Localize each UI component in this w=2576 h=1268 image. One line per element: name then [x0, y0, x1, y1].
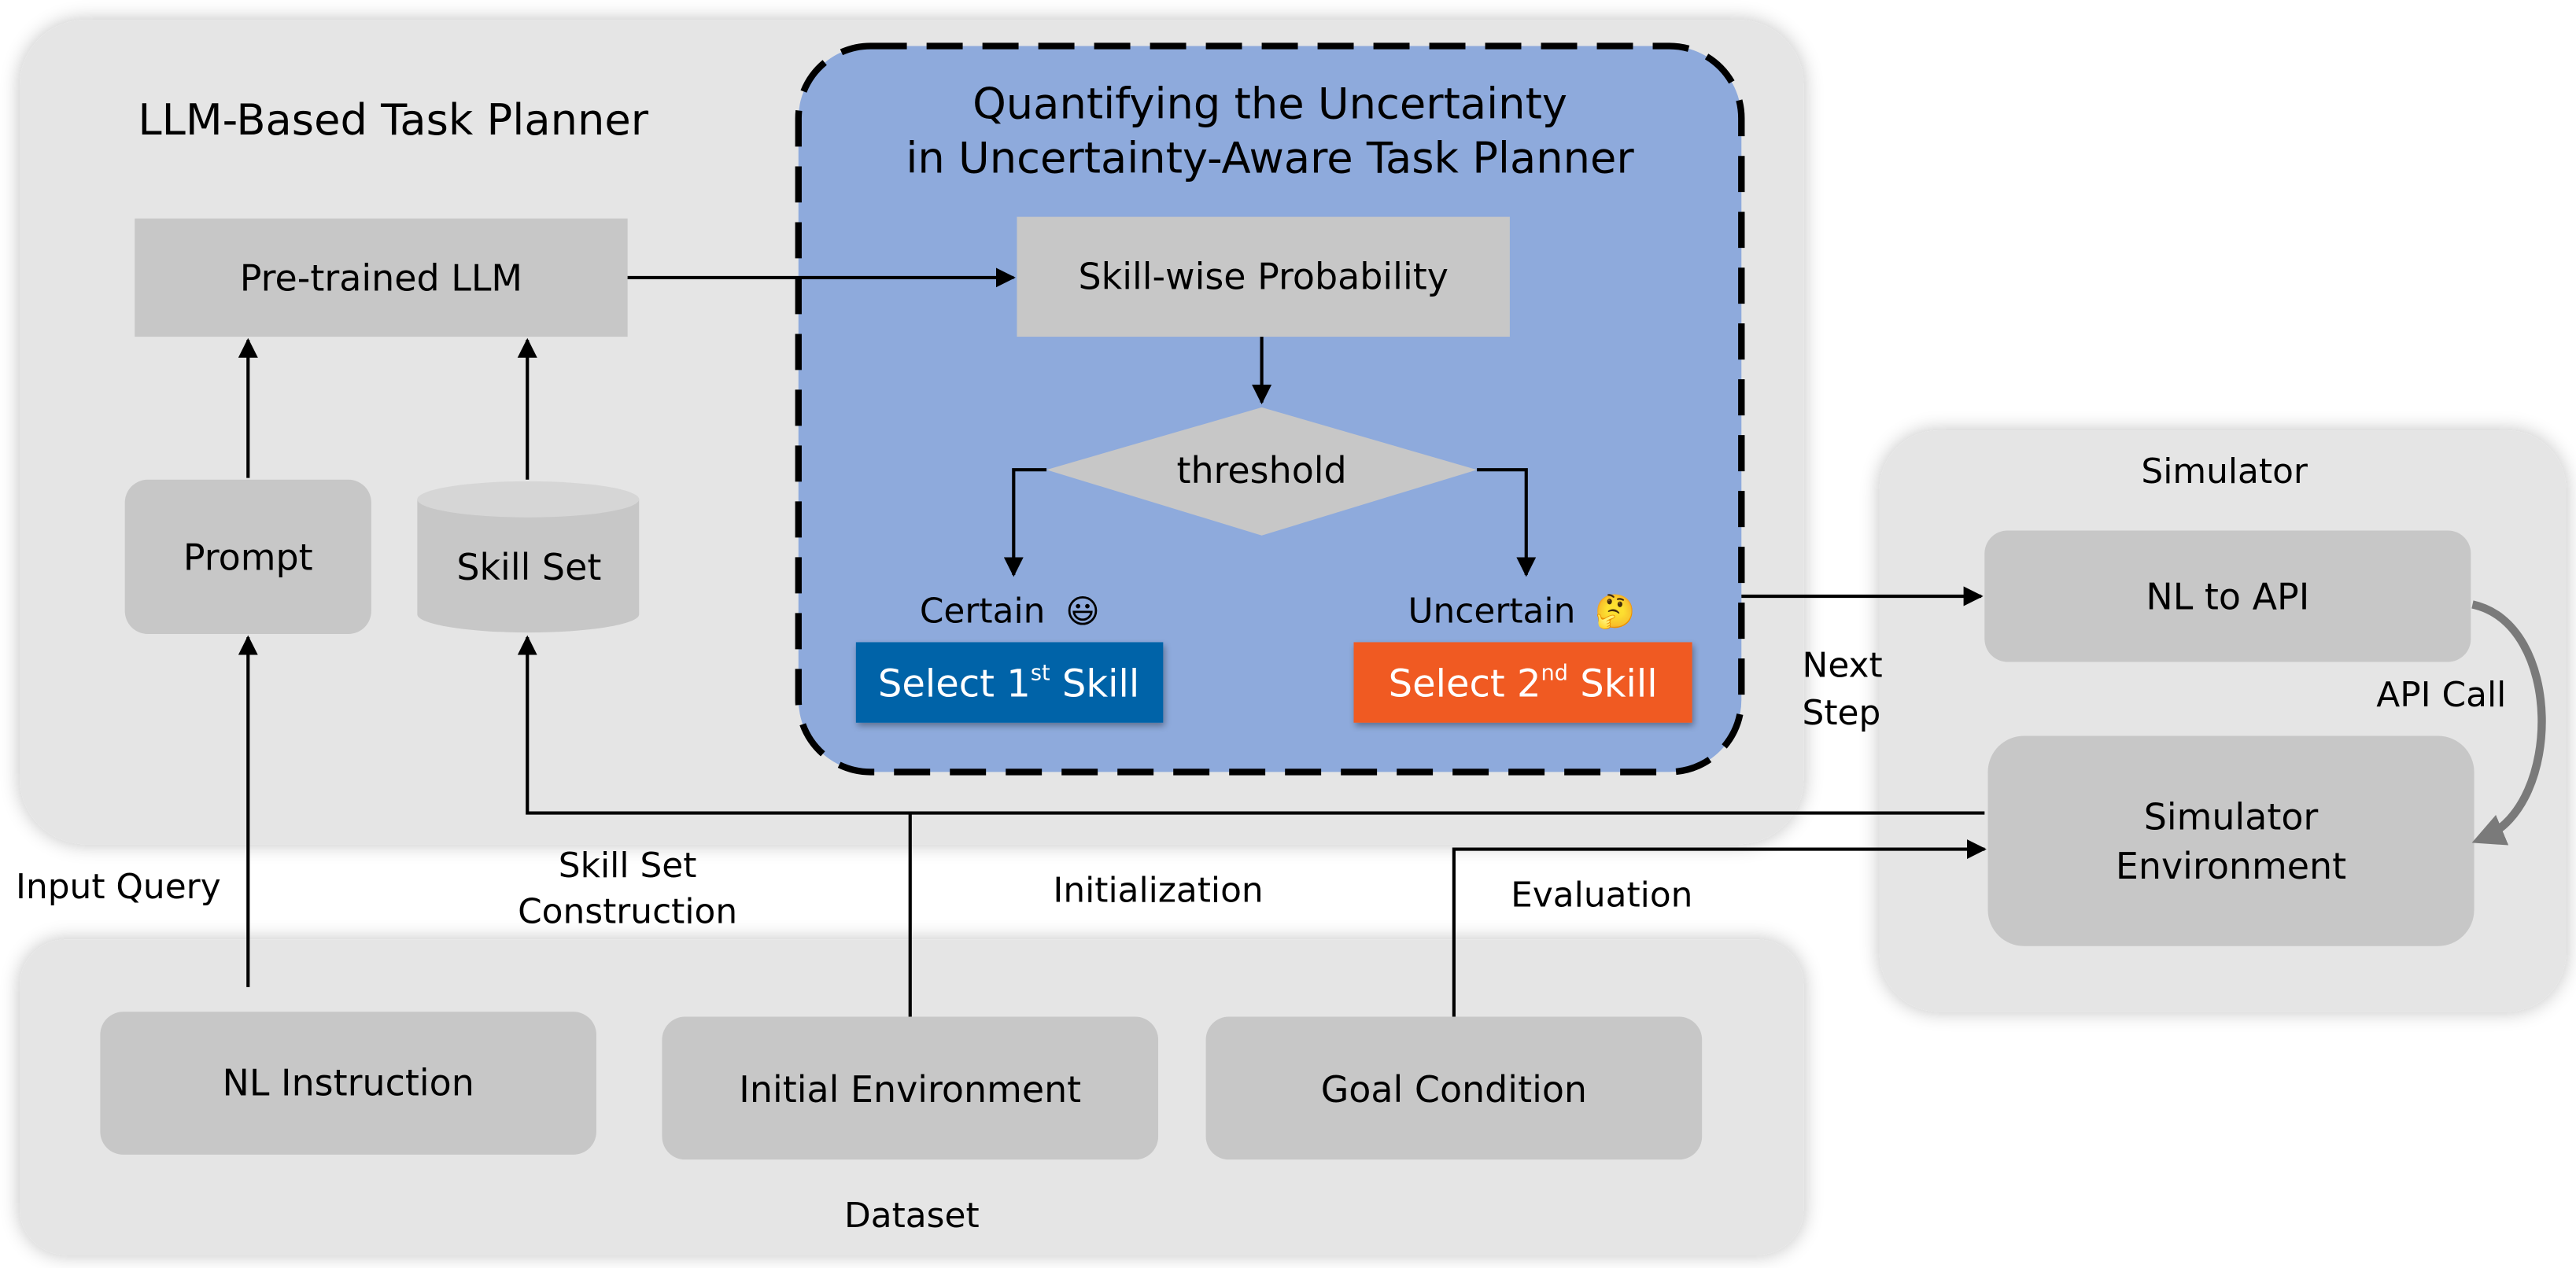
threshold-label: threshold [1176, 449, 1346, 492]
nl-instruction-label: NL Instruction [223, 1062, 474, 1104]
initialization-label: Initialization [1053, 870, 1263, 910]
planner-title: LLM-Based Task Planner [138, 95, 648, 145]
initial-environment-label: Initial Environment [739, 1068, 1081, 1111]
uncertainty-title-line1: Quantifying the Uncertainty [972, 79, 1567, 128]
select-first-skill-button[interactable]: Select 1st Skill [855, 642, 1164, 723]
select-second-skill-button[interactable]: Select 2nd Skill [1353, 642, 1692, 723]
certain-label: Certain [920, 591, 1046, 631]
simulator-title: Simulator [2141, 452, 2308, 492]
nl-to-api-node[interactable]: NL to API [1984, 530, 2471, 662]
evaluation-label: Evaluation [1511, 875, 1692, 916]
skill-set-construction-label-line2: Construction [518, 891, 737, 931]
prompt-node[interactable]: Prompt [124, 479, 371, 634]
sim-env-label-line2: Environment [2116, 845, 2346, 887]
nl-to-api-label: NL to API [2146, 576, 2309, 618]
edge-threshold-to-certain [1003, 468, 1047, 577]
skill-set-node[interactable]: Skill Set [417, 481, 640, 633]
goal-condition-label: Goal Condition [1321, 1068, 1587, 1111]
prompt-label: Prompt [183, 536, 313, 579]
uncertainty-title-line2: in Uncertainty-Aware Task Planner [906, 133, 1634, 182]
simulator-environment-node[interactable]: Simulator Environment [1987, 735, 2475, 946]
sim-env-label-line1: Simulator [2144, 795, 2319, 838]
skill-probability-label: Skill-wise Probability [1078, 256, 1448, 298]
dataset-title: Dataset [844, 1196, 980, 1236]
initial-environment-node[interactable]: Initial Environment [662, 1016, 1159, 1160]
edge-threshold-to-uncertain [1477, 468, 1537, 577]
select-first-skill-label: Select 1st Skill [878, 661, 1139, 706]
skill-probability-node[interactable]: Skill-wise Probability [1017, 216, 1510, 337]
edge-evaluation [1452, 839, 1987, 1017]
uncertain-label: Uncertain [1408, 591, 1575, 631]
next-step-label-line2: Step [1803, 693, 1881, 733]
select-second-skill-label: Select 2nd Skill [1389, 661, 1658, 706]
skill-set-label: Skill Set [456, 546, 601, 588]
uncertain-emoji-icon: 🤔 [1595, 592, 1636, 630]
pretrained-llm-node[interactable]: Pre-trained LLM [135, 218, 628, 337]
skill-set-construction-label-line1: Skill Set [559, 846, 697, 886]
threshold-node[interactable]: threshold [1046, 407, 1478, 536]
pretrained-llm-label: Pre-trained LLM [240, 257, 522, 300]
edge-skillset-construction [517, 635, 1985, 815]
goal-condition-node[interactable]: Goal Condition [1205, 1016, 1703, 1160]
edge-api-call [2471, 600, 2546, 846]
next-step-label-line1: Next [1803, 645, 1883, 685]
input-query-label: Input Query [16, 867, 221, 907]
api-call-label: API Call [2376, 675, 2506, 715]
nl-instruction-node[interactable]: NL Instruction [100, 1012, 596, 1155]
certain-emoji-icon: 😃 [1065, 592, 1100, 630]
